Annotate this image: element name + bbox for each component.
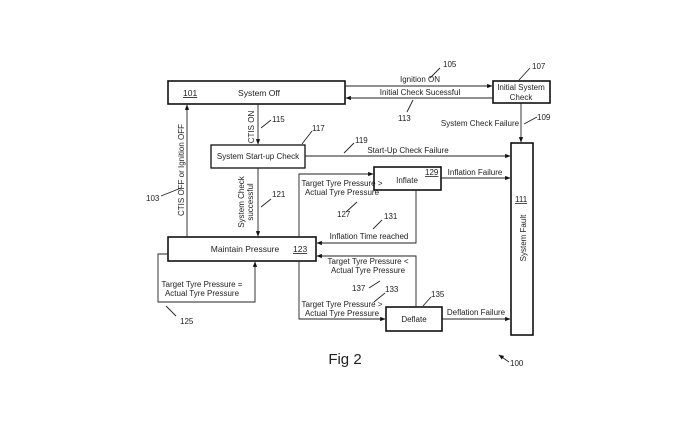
inflate-label: Inflate bbox=[396, 176, 418, 185]
self-loop-arrow bbox=[157, 253, 258, 303]
startup-ok-label-2: successful bbox=[246, 183, 255, 221]
leader-100 bbox=[498, 354, 510, 363]
leader-109 bbox=[523, 116, 538, 125]
ref-125: 125 bbox=[180, 317, 194, 326]
system-fault-box bbox=[510, 142, 534, 336]
leader-121 bbox=[260, 198, 272, 208]
startup-failure-label: Start-Up Check Failure bbox=[367, 146, 449, 155]
initial-check-label-2: Check bbox=[510, 93, 534, 102]
ref-115: 115 bbox=[272, 115, 285, 124]
ctis-on-label: CTIS ON bbox=[247, 111, 256, 144]
ref-113: 113 bbox=[398, 114, 411, 123]
ref-119: 119 bbox=[355, 136, 368, 145]
self-loop-cond-2: Actual Tyre Pressure bbox=[165, 289, 240, 298]
deflate-cond-2: Actual Tyre Pressure bbox=[305, 309, 380, 318]
inflation-failure-label: Inflation Failure bbox=[448, 168, 503, 177]
leader-113 bbox=[406, 99, 414, 113]
ref-109: 109 bbox=[537, 113, 551, 122]
system-check-failure-label: System Check Failure bbox=[441, 119, 520, 128]
leader-103 bbox=[160, 187, 182, 197]
ignition-on-label: Ignition ON bbox=[400, 75, 440, 84]
leader-135 bbox=[422, 296, 432, 307]
leader-133 bbox=[373, 292, 386, 303]
initial-check-label-1: Initial System bbox=[497, 83, 545, 92]
leader-125 bbox=[165, 305, 177, 317]
system-off-box bbox=[167, 80, 346, 105]
ref-121: 121 bbox=[272, 190, 286, 199]
startup-check-label: System Start-up Check bbox=[217, 152, 300, 161]
inflate-ref: 129 bbox=[425, 168, 439, 177]
deflate-back-cond-2: Actual Tyre Pressure bbox=[331, 266, 406, 275]
deflate-box bbox=[385, 306, 443, 332]
ref-131: 131 bbox=[384, 212, 398, 221]
initial-check-ok-label: Initial Check Sucessful bbox=[380, 88, 461, 97]
leader-119 bbox=[343, 142, 355, 154]
deflate-label: Deflate bbox=[401, 315, 427, 324]
ref-127: 127 bbox=[337, 210, 351, 219]
maintain-pressure-box bbox=[167, 236, 317, 262]
deflate-cond-1: Target Tyre Pressure > bbox=[302, 300, 383, 309]
initial-check-box bbox=[492, 80, 551, 104]
system-fault-label: System Fault bbox=[519, 214, 528, 261]
ref-117: 117 bbox=[312, 124, 325, 133]
deflate-back-arrow bbox=[316, 253, 417, 307]
ref-135: 135 bbox=[431, 290, 445, 299]
leader-137 bbox=[368, 280, 381, 289]
self-loop-cond-1: Target Tyre Pressure = bbox=[162, 280, 243, 289]
to-inflate-arrow bbox=[298, 171, 374, 237]
system-off-ref: 101 bbox=[183, 88, 197, 98]
startup-ok-label-1: System Check bbox=[237, 175, 246, 228]
ctis-off-label: CTIS OFF or Ignition OFF bbox=[177, 124, 186, 216]
ref-100: 100 bbox=[510, 359, 524, 368]
ref-103: 103 bbox=[146, 194, 160, 203]
inflation-time-arrow bbox=[316, 190, 417, 246]
inflation-time-label: Inflation Time reached bbox=[330, 232, 409, 241]
inflate-box bbox=[373, 166, 442, 191]
leader-107 bbox=[518, 67, 531, 81]
inflate-cond-2: Actual Tyre Pressure bbox=[305, 188, 380, 197]
leader-117 bbox=[301, 130, 313, 145]
inflate-cond-1: Target Tyre Pressure > bbox=[302, 179, 383, 188]
maintain-pressure-ref: 123 bbox=[293, 244, 307, 254]
maintain-pressure-label: Maintain Pressure bbox=[211, 244, 280, 254]
system-off-label: System Off bbox=[238, 88, 281, 98]
ref-133: 133 bbox=[385, 285, 399, 294]
deflation-failure-label: Deflation Failure bbox=[447, 308, 506, 317]
leader-131 bbox=[372, 219, 383, 230]
ref-107: 107 bbox=[532, 62, 546, 71]
leader-115 bbox=[260, 119, 272, 129]
ref-137: 137 bbox=[352, 284, 366, 293]
leader-127 bbox=[345, 201, 358, 213]
leader-105 bbox=[429, 67, 441, 79]
system-fault-ref: 111 bbox=[515, 195, 528, 204]
figure-caption: Fig 2 bbox=[328, 351, 361, 368]
deflate-back-cond-1: Target Tyre Pressure < bbox=[328, 257, 409, 266]
ref-105: 105 bbox=[443, 60, 457, 69]
to-deflate-arrow bbox=[298, 261, 386, 322]
